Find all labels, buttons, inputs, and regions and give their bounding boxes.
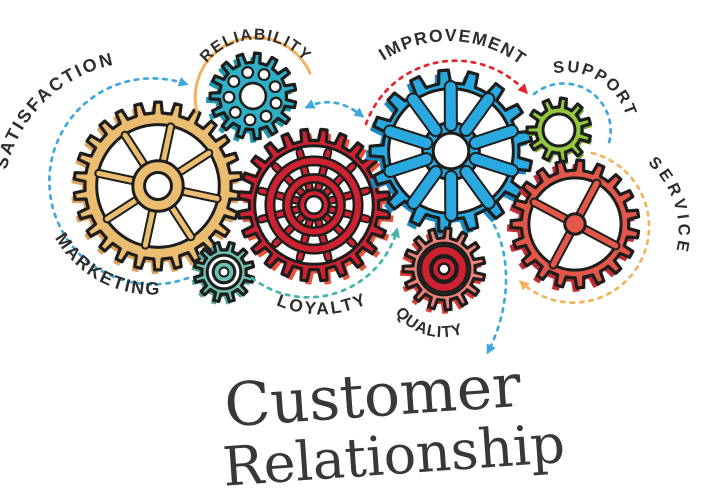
satisfaction-marketing-arrow: [48, 77, 190, 286]
reliability-gear-icon: [206, 51, 298, 143]
small-teal-gear-icon: [191, 240, 256, 305]
service-arrow: [518, 151, 651, 304]
loyalty-arrow: [250, 227, 400, 299]
support-arc: [532, 82, 612, 148]
improvement-gear-icon: [366, 68, 533, 236]
loyalty-gear-icon: [236, 127, 394, 285]
support-gear-icon: [525, 96, 593, 165]
arrow-layer: [48, 35, 651, 355]
title-block: Customer Relationship: [221, 351, 567, 499]
improvement-arrow: [364, 59, 528, 126]
double-headed-arrow: [304, 99, 365, 118]
gold-gear-icon: [71, 100, 244, 274]
quality-down-arrow: [486, 223, 508, 355]
service-gear-icon: [507, 158, 641, 292]
label-loyalty: LOYALTY: [274, 288, 370, 318]
label-improvement: IMPROVEMENT: [375, 25, 531, 69]
gear-cluster: [71, 51, 641, 314]
label-service: SERVICE: [645, 153, 693, 257]
quality-gear-icon: [400, 226, 487, 314]
reliability-arc: [193, 35, 312, 114]
